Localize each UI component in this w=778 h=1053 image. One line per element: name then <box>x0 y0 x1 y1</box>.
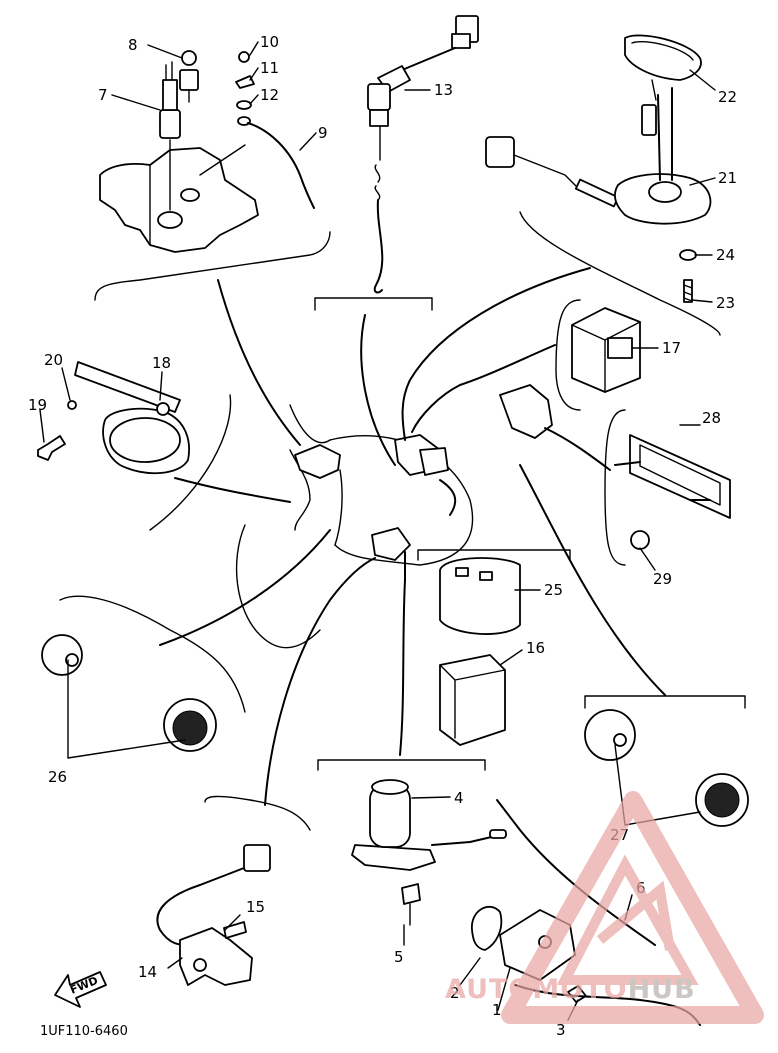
watermark-triangle <box>501 791 764 1024</box>
fwd-arrow: FWD <box>54 971 107 1008</box>
callout-8: 8 <box>128 36 138 54</box>
callout-15: 15 <box>246 898 265 916</box>
sensor-14 <box>156 844 271 986</box>
callout-4: 4 <box>454 789 464 807</box>
wiring-leads <box>159 267 666 806</box>
callout-2: 2 <box>450 984 460 1002</box>
callout-5: 5 <box>394 948 404 966</box>
screw-10-washers <box>235 51 255 126</box>
lead-wire-9 <box>199 122 315 209</box>
callout-9: 9 <box>318 124 328 142</box>
relay-17 <box>571 307 641 393</box>
watermark-inner-triangle <box>556 854 699 985</box>
watermark-text-moto: MOTO <box>532 974 627 1005</box>
watermark-text-hub: HUB <box>628 974 696 1005</box>
callout-25: 25 <box>544 581 563 599</box>
callout-10: 10 <box>260 33 279 51</box>
lamp-26a <box>41 634 83 676</box>
callout-19: 19 <box>28 396 47 414</box>
thermo-housing <box>99 147 259 253</box>
callout-12: 12 <box>260 86 279 104</box>
callout-16: 16 <box>526 639 545 657</box>
callout-24: 24 <box>716 246 735 264</box>
callout-21: 21 <box>718 169 737 187</box>
relay-16 <box>439 654 506 746</box>
watermark-text: AUTOMOTOHUB <box>445 974 696 1005</box>
callout-23: 23 <box>716 294 735 312</box>
watermark-text-auto: AUTO <box>445 974 532 1005</box>
callout-11: 11 <box>260 59 279 77</box>
callout-26: 26 <box>48 768 67 786</box>
callout-18: 18 <box>152 354 171 372</box>
leader-lines <box>39 41 716 1021</box>
diagram-code: 1UF110-6460 <box>40 1024 128 1039</box>
callout-20: 20 <box>44 351 63 369</box>
callout-1: 1 <box>492 1001 502 1019</box>
watermark-mark <box>596 880 675 951</box>
callout-3: 3 <box>556 1021 566 1039</box>
frame-outline <box>235 384 553 649</box>
relay-4 <box>351 779 507 926</box>
group-brackets <box>59 211 746 831</box>
lamp-27a <box>584 709 636 761</box>
callout-28: 28 <box>702 409 721 427</box>
fuel-sender-21 <box>485 34 712 303</box>
callout-29: 29 <box>653 570 672 588</box>
horn-18 <box>37 361 190 475</box>
thermo-switch-7 <box>159 61 181 211</box>
lamp-27b <box>695 773 749 827</box>
temp-sender-8 <box>179 50 199 103</box>
sensor-13 <box>367 15 479 294</box>
callout-7: 7 <box>98 86 108 104</box>
watermark-logo: AUTOMOTOHUB <box>445 791 764 1024</box>
relay-25 <box>439 557 521 635</box>
callout-17: 17 <box>662 339 681 357</box>
callout-22: 22 <box>718 88 737 106</box>
lamp-26b <box>163 698 217 752</box>
unit-28 <box>614 434 731 550</box>
callout-13: 13 <box>434 81 453 99</box>
callout-14: 14 <box>138 963 157 981</box>
